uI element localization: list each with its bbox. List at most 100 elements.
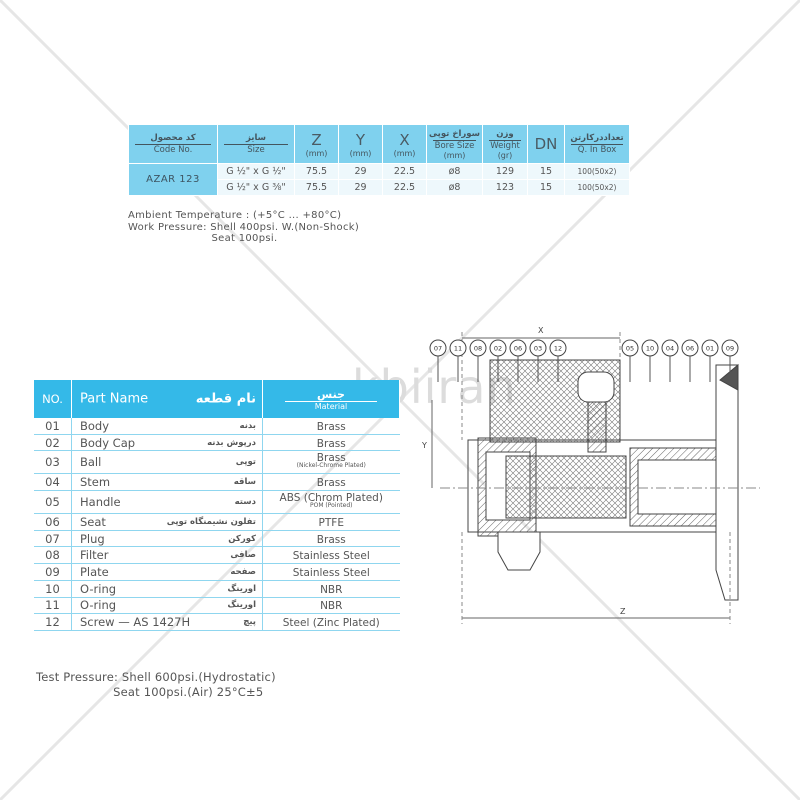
spec-notes: Ambient Temperature : (+5°C ... +80°C) W… bbox=[128, 210, 359, 245]
part-name-fa: تفلون نشیمنگاه توپی bbox=[166, 516, 256, 527]
header-dn: DN bbox=[527, 124, 565, 164]
part-name-fa: صفحه bbox=[230, 566, 256, 577]
part-name-fa: درپوش بدنه bbox=[207, 437, 256, 448]
callout-label: 02 bbox=[494, 345, 502, 353]
plate bbox=[715, 364, 739, 601]
callout-label: 09 bbox=[726, 345, 734, 353]
part-number: 05 bbox=[34, 490, 72, 515]
part-name: O-ring اورینگ bbox=[71, 580, 263, 598]
material-main: NBR bbox=[320, 600, 343, 613]
part-name-fa: توپی bbox=[235, 457, 256, 468]
part-name-en: Ball bbox=[80, 455, 102, 470]
part-material: NBR bbox=[262, 597, 400, 615]
weight-cell: 123 bbox=[482, 179, 528, 196]
dim-y-label: Y bbox=[421, 441, 427, 450]
part-name-en: Plate bbox=[80, 564, 109, 579]
callout-label: 06 bbox=[686, 345, 694, 353]
part-name: O-ring اورینگ bbox=[71, 597, 263, 615]
spec-row: AZAR 123 G ½" x G ½" 75.5 29 22.5 ø8 129… bbox=[128, 163, 630, 196]
part-name-fa: دسته bbox=[234, 497, 256, 508]
work-pressure-note: Work Pressure: Shell 400psi. W.(Non-Shoc… bbox=[128, 221, 360, 233]
y-cell: 29 bbox=[338, 163, 383, 180]
part-material: Brass bbox=[262, 418, 400, 435]
part-number: 03 bbox=[34, 450, 72, 475]
part-name-en: Stem bbox=[80, 475, 111, 490]
part-number: 09 bbox=[34, 563, 72, 581]
part-name-en: O-ring bbox=[80, 598, 117, 613]
material-main: Brass bbox=[316, 437, 346, 450]
part-number: 04 bbox=[34, 473, 72, 492]
callout-label: 10 bbox=[646, 345, 654, 353]
dn-cell: 15 bbox=[527, 179, 565, 196]
dim-x-label: X bbox=[538, 326, 544, 335]
part-name-en: Screw — AS 1427H bbox=[80, 615, 191, 630]
material-main: Brass bbox=[316, 420, 346, 433]
part-number: 06 bbox=[34, 513, 72, 531]
material-sub: (Nickel-Chrome Plated) bbox=[296, 462, 366, 470]
callout-label: 03 bbox=[534, 345, 542, 353]
size-cell: G ½" x G ½" bbox=[217, 163, 295, 180]
part-row: 10 O-ring اورینگ NBR bbox=[34, 580, 400, 598]
material-main: NBR bbox=[320, 583, 343, 596]
x-cell: 22.5 bbox=[382, 179, 427, 196]
header-code: کد محصول Code No. bbox=[128, 124, 218, 164]
ambient-temperature-note: Ambient Temperature : (+5°C ... +80°C) bbox=[128, 210, 342, 221]
part-name-fa: اورینگ bbox=[227, 600, 256, 611]
part-material: PTFE bbox=[262, 513, 400, 531]
part-name-fa: اورینگ bbox=[227, 583, 256, 594]
callout-label: 07 bbox=[434, 345, 442, 353]
header-qty: تعداددرکارتن Q. In Box bbox=[564, 124, 630, 164]
part-number: 10 bbox=[34, 580, 72, 598]
material-main: Steel (Zinc Plated) bbox=[282, 617, 380, 630]
part-name-fa: بدنه bbox=[239, 420, 256, 431]
header-size: سایز Size bbox=[217, 124, 295, 164]
header-no: NO. bbox=[34, 380, 72, 418]
callout-label: 08 bbox=[474, 345, 482, 353]
header-material: جنس Material bbox=[262, 380, 400, 418]
part-name-en: Handle bbox=[80, 495, 121, 510]
part-number: 01 bbox=[34, 418, 72, 435]
part-name-en: Seat bbox=[80, 514, 106, 529]
part-name-en: O-ring bbox=[80, 581, 117, 596]
parts-header-row: NO. Part Name نام قطعه جنس Material bbox=[34, 380, 400, 418]
spec-row: G ½" x G ⅜" 75.5 29 22.5 ø8 123 15 100(5… bbox=[129, 179, 630, 196]
callout-label: 04 bbox=[666, 345, 674, 353]
part-material: Steel (Zinc Plated) bbox=[262, 613, 400, 631]
dim-z-label: Z bbox=[620, 607, 626, 616]
header-weight: وزن Weight (gr) bbox=[482, 124, 528, 164]
part-name-en: Filter bbox=[80, 548, 109, 563]
bore-cell: ø8 bbox=[426, 179, 483, 196]
y-cell: 29 bbox=[338, 179, 383, 196]
part-material: NBR bbox=[262, 580, 400, 598]
part-row: 09 Plate صفحه Stainless Steel bbox=[34, 563, 400, 581]
part-name-fa: کورکن bbox=[228, 533, 256, 544]
callout-label: 12 bbox=[554, 345, 562, 353]
dn-cell: 15 bbox=[527, 163, 565, 180]
material-main: ABS (Chrom Plated) bbox=[279, 492, 383, 505]
part-name-en: Plug bbox=[80, 531, 105, 546]
bore-cell: ø8 bbox=[426, 163, 483, 180]
stem bbox=[587, 401, 607, 453]
material-main: Brass bbox=[316, 533, 346, 546]
plug bbox=[497, 531, 541, 571]
header-z: Z (mm) bbox=[294, 124, 339, 164]
callout-label: 05 bbox=[626, 345, 634, 353]
part-name: Body Cap درپوش بدنه bbox=[71, 434, 263, 452]
qty-cell: 100(50x2) bbox=[564, 163, 630, 180]
header-bore: سوراخ توپی Bore Size (mm) bbox=[426, 124, 483, 164]
material-main: Stainless Steel bbox=[292, 550, 370, 563]
material-main: Stainless Steel bbox=[292, 566, 370, 579]
part-name-en: Body Cap bbox=[80, 435, 136, 450]
ball bbox=[505, 455, 627, 519]
